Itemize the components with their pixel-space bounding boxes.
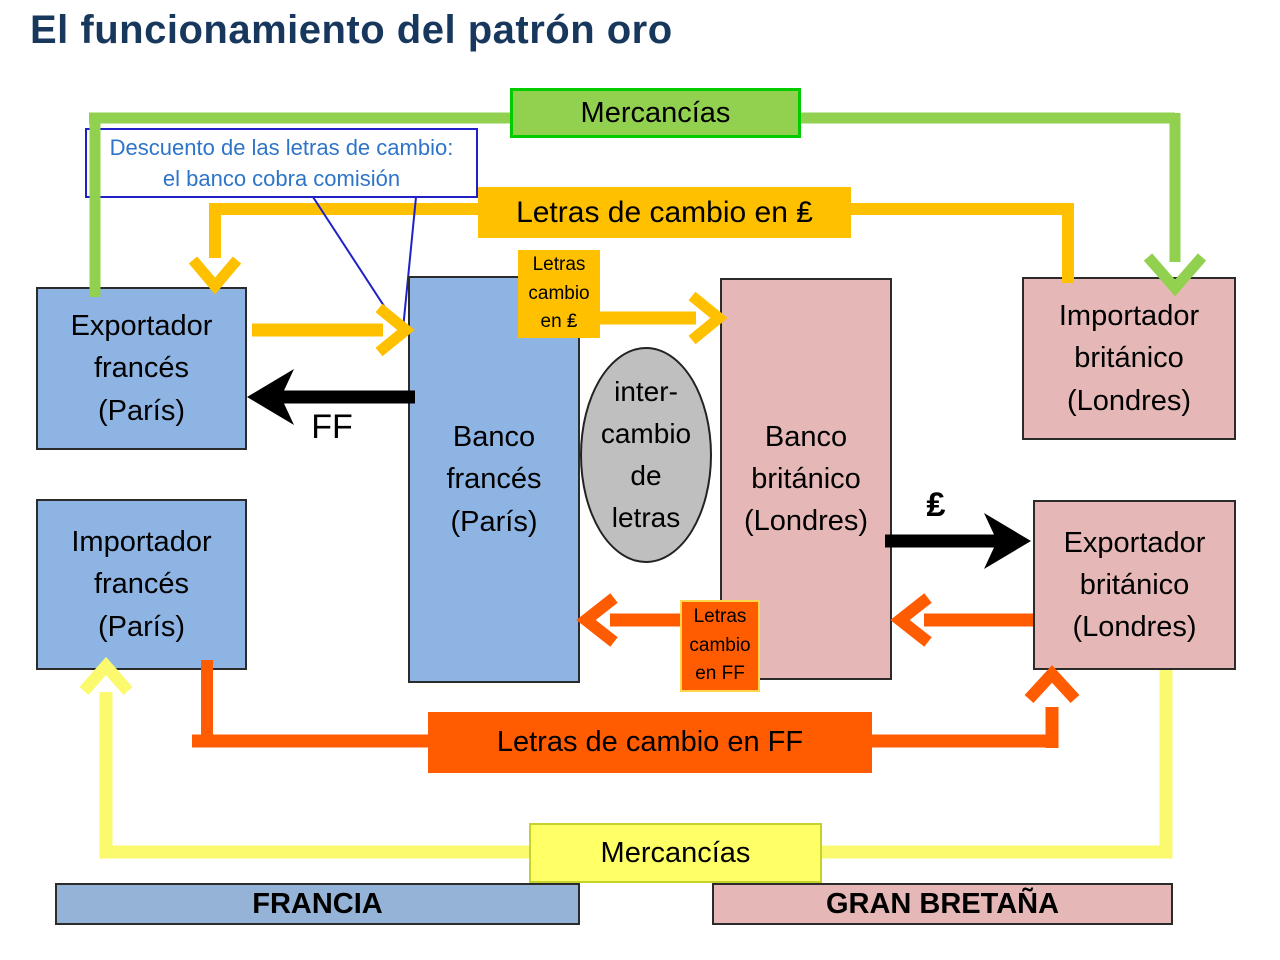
libra-text: ₤ [926, 486, 946, 524]
ellipse-line: letras [611, 502, 681, 533]
small-label-line: Letras [693, 606, 747, 628]
callout-leader-line-left [312, 196, 400, 330]
intercambio-ellipse: inter- cambio de letras [580, 347, 712, 563]
mercancias-bottom-label: Mercancías [529, 823, 822, 883]
ff-text: FF [311, 408, 353, 446]
box-label-line: (París) [98, 610, 185, 643]
box-label-line: Importador [1058, 300, 1200, 333]
libra-arrow-label: ₤ [908, 486, 964, 525]
small-label-line: cambio [689, 634, 751, 656]
mercancias-bottom-text: Mercancías [600, 836, 751, 869]
box-label-line: francés [93, 352, 190, 385]
box-label-line: británico [751, 462, 861, 495]
francia-bar: FRANCIA [55, 883, 580, 925]
ellipse-line: inter- [614, 376, 678, 407]
letras-libra-text: Letras de cambio en ₤ [516, 195, 813, 229]
ellipse-line: cambio [600, 418, 692, 449]
box-label-line: Banco [452, 421, 536, 454]
importador-britanico-box: Importador británico (Londres) [1022, 277, 1236, 440]
exportador-frances-box: Exportador francés (París) [36, 287, 247, 450]
box-label-line: (Londres) [1066, 384, 1192, 417]
box-label-line: (Londres) [743, 505, 869, 538]
gran-bretana-text: GRAN BRETAÑA [825, 887, 1060, 920]
small-label-line: cambio [528, 282, 590, 304]
letras-ff-label: Letras de cambio en FF [428, 712, 872, 773]
banco-frances-box: Banco francés (París) [408, 276, 580, 683]
box-label-line: Exportador [70, 310, 213, 343]
box-label-line: Banco [764, 420, 848, 453]
box-label-line: francés [446, 463, 542, 496]
small-label-line: en FF [695, 663, 745, 685]
mercancias-top-label: Mercancías [510, 88, 801, 138]
francia-text: FRANCIA [252, 887, 383, 920]
mercancias-top-text: Mercancías [580, 96, 731, 129]
letras-libra-small-label: Letras cambio en ₤ [518, 250, 600, 338]
diagram-title: El funcionamiento del patrón oro [30, 8, 673, 52]
box-label-line: Exportador [1063, 526, 1206, 559]
importador-frances-box: Importador francés (París) [36, 499, 247, 670]
box-label-line: británico [1079, 568, 1190, 601]
ff-arrow-label: FF [300, 408, 364, 447]
letras-ff-text: Letras de cambio en FF [496, 726, 804, 759]
box-label-line: (París) [98, 394, 185, 427]
box-label-line: francés [93, 568, 190, 601]
callout-line: el banco cobra comisión [162, 166, 401, 191]
exportador-britanico-box: Exportador británico (Londres) [1033, 500, 1236, 670]
callout-line: Descuento de las letras de cambio: [109, 134, 454, 160]
small-label-line: en ₤ [540, 311, 578, 333]
box-label-line: (París) [450, 505, 538, 538]
box-label-line: Importador [71, 526, 212, 559]
box-label-line: (Londres) [1072, 611, 1197, 644]
ellipse-line: de [630, 460, 662, 491]
descuento-callout: Descuento de las letras de cambio: el ba… [85, 128, 478, 198]
box-label-line: británico [1074, 342, 1184, 375]
letras-ff-small-label: Letras cambio en FF [680, 600, 760, 692]
letras-libra-label: Letras de cambio en ₤ [478, 187, 851, 238]
small-label-line: Letras [532, 254, 586, 276]
gran-bretana-bar: GRAN BRETAÑA [712, 883, 1173, 925]
